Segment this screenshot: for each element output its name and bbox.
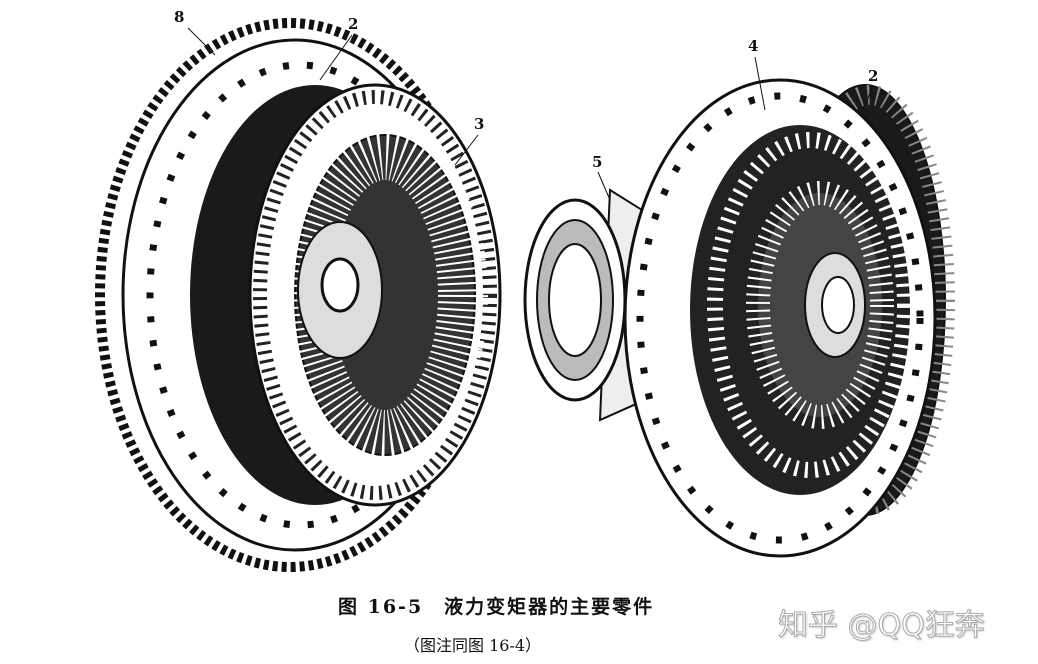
part-label-2: 2 [348,15,359,33]
part-label-5: 5 [592,153,603,171]
leader-lines [187,27,874,201]
pump-impeller [623,78,955,558]
figure-subcaption: （图注同图 16-4） [404,636,542,655]
turbine-flywheel-assembly [95,18,502,572]
part-label-3: 3 [474,115,485,133]
turbine-blades [253,90,497,500]
part-label-4: 4 [748,37,759,55]
watermark: 知乎 @QQ狂奔 [778,608,986,644]
part-label-2b: 2 [868,67,879,85]
figure-caption: 图 16-5 液力变矩器的主要零件 [338,596,655,618]
part-label-8: 8 [174,8,185,26]
